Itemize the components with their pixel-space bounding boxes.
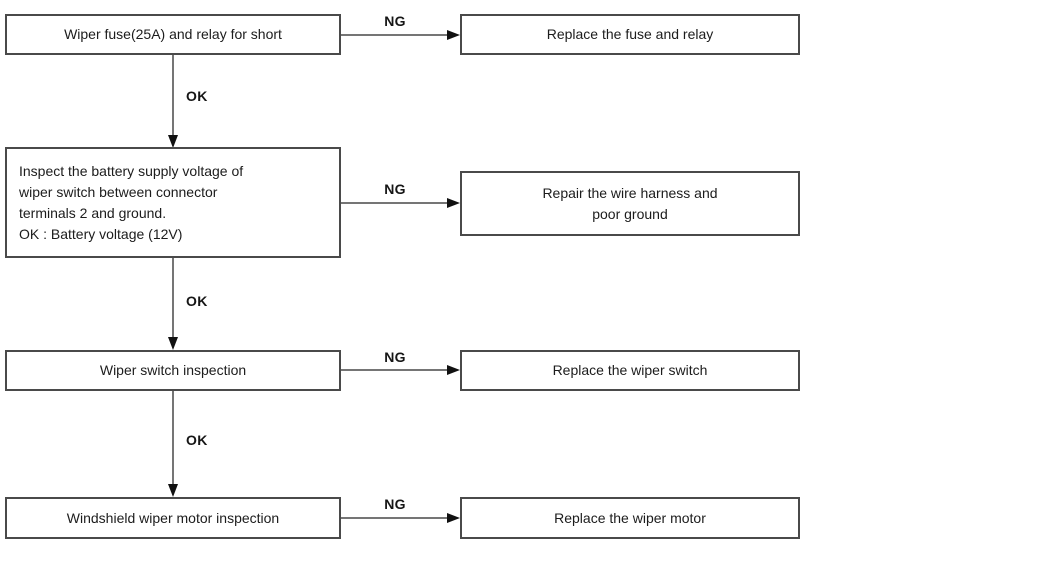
ok-label-1: OK — [186, 88, 208, 104]
step-2-action-box: Repair the wire harness and poor ground — [460, 171, 800, 236]
step-4-action-text: Replace the wiper motor — [554, 509, 706, 526]
arrow-down-icon-2 — [168, 337, 178, 350]
ok-connector-1-line — [172, 55, 174, 137]
step-3-ng-connector-line — [341, 369, 449, 371]
step-4-check-text: Windshield wiper motor inspection — [66, 509, 280, 526]
step-2-check-box: Inspect the battery supply voltage of wi… — [5, 147, 341, 258]
step-1-ng-label: NG — [384, 13, 406, 29]
ok-label-3: OK — [186, 432, 208, 448]
step-2-action-text: Repair the wire harness and poor ground — [542, 184, 718, 222]
ok-connector-2-line — [172, 258, 174, 338]
ok-label-2: OK — [186, 293, 208, 309]
step-3-arrow-right-icon — [447, 365, 460, 375]
step-3-check-text: Wiper switch inspection — [99, 362, 247, 378]
step-4-action-box: Replace the wiper motor — [460, 497, 800, 539]
step-4-check-box: Windshield wiper motor inspection — [5, 497, 341, 539]
step-1-check-box: Wiper fuse(25A) and relay for short — [5, 14, 341, 55]
step-1-check-text: Wiper fuse(25A) and relay for short — [64, 26, 282, 42]
step-1-action-text: Replace the fuse and relay — [546, 26, 714, 42]
step-2-ng-connector-line — [341, 202, 449, 204]
step-3-check-box: Wiper switch inspection — [5, 350, 341, 391]
step-4-ng-connector-line — [341, 517, 449, 519]
step-2-ng-label: NG — [384, 181, 406, 197]
step-3-action-text: Replace the wiper switch — [552, 362, 708, 378]
arrow-down-icon-1 — [168, 135, 178, 148]
step-2-check-text: Inspect the battery supply voltage of wi… — [19, 162, 244, 242]
step-2-arrow-right-icon — [447, 198, 460, 208]
step-4-ng-label: NG — [384, 496, 406, 512]
step-1-arrow-right-icon — [447, 30, 460, 40]
step-1-ng-connector-line — [341, 34, 449, 36]
ok-connector-3-line — [172, 391, 174, 485]
step-1-action-box: Replace the fuse and relay — [460, 14, 800, 55]
step-3-action-box: Replace the wiper switch — [460, 350, 800, 391]
step-3-ng-label: NG — [384, 349, 406, 365]
arrow-down-icon-3 — [168, 484, 178, 497]
step-4-arrow-right-icon — [447, 513, 460, 523]
